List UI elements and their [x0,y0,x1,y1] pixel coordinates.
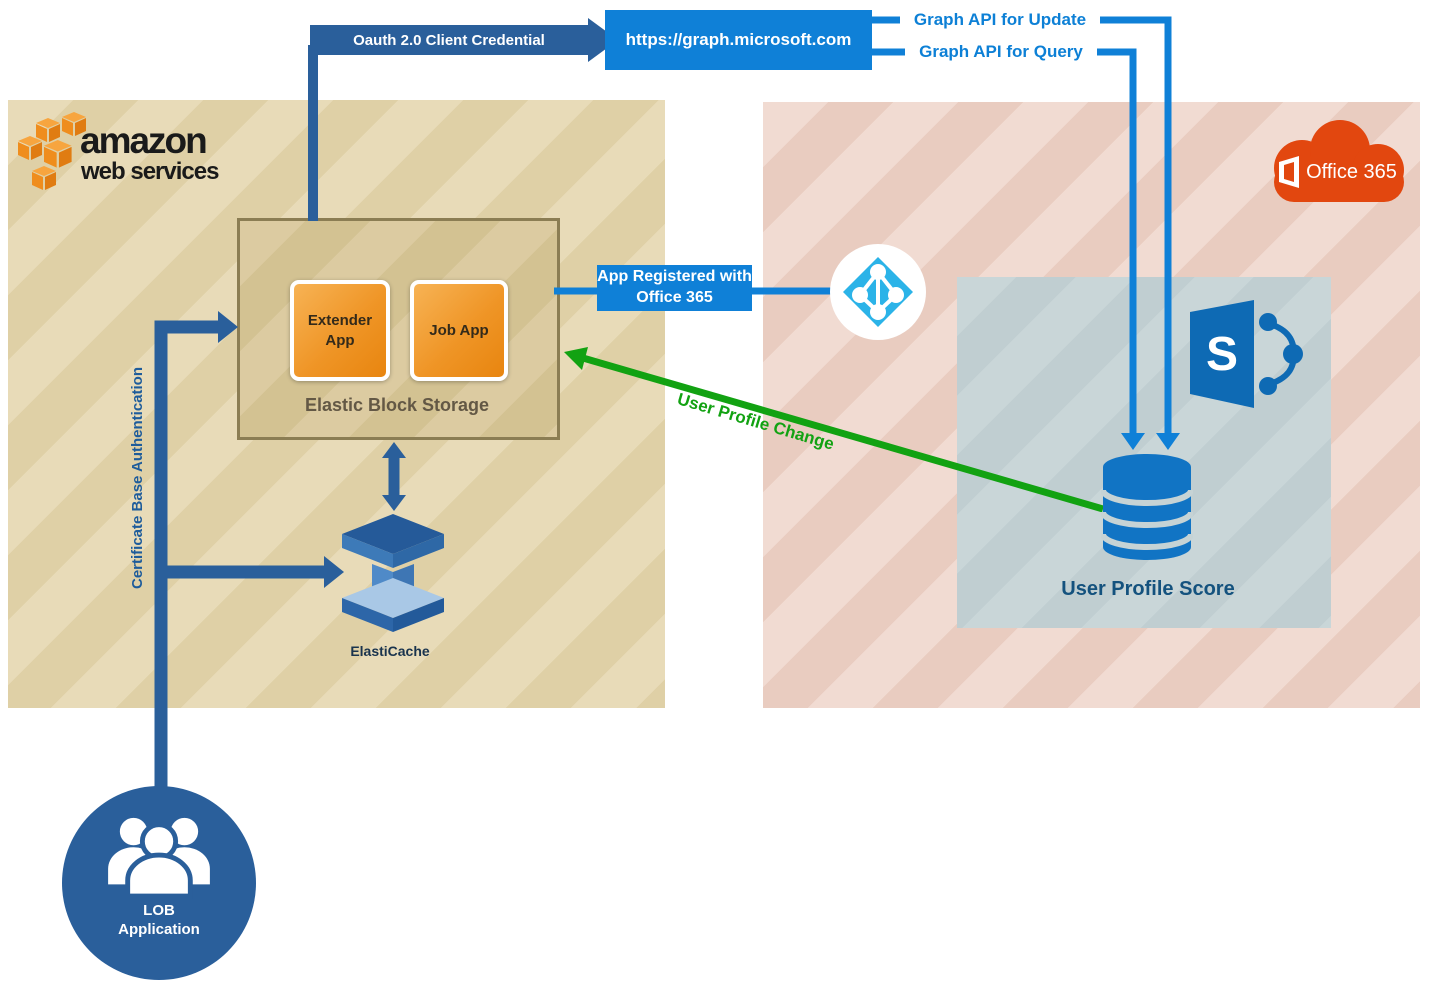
azure-ad-diamond-icon [843,257,913,327]
graph-endpoint-label: https://graph.microsoft.com [625,30,852,49]
graph-endpoint-box: https://graph.microsoft.com [605,10,872,70]
azure-ad-icon [830,244,926,340]
lob-application-circle: LOB Application [62,786,256,980]
extender-app-label: Extender App [307,312,373,349]
office365-cloud-label: Office 365 [1272,156,1404,188]
web-services-logo-text: web services [81,158,219,185]
extender-app-box: Extender App [290,280,390,381]
job-app-label: Job App [429,321,489,339]
elasticache-icon [342,514,444,632]
graph-api-update-label: Graph API for Update [900,8,1100,32]
user-profile-store-label: User Profile Score [1061,578,1235,600]
sharepoint-letter: S [1205,327,1238,381]
oauth-credential-label: Oauth 2.0 Client Credential [353,31,545,49]
office-logo-icon [1279,156,1300,188]
ebs-title: Elastic Block Storage [304,395,490,415]
office365-cloud-icon [1274,120,1404,202]
job-app-box: Job App [410,280,508,381]
sharepoint-icon [1190,300,1303,408]
elasticache-label: ElastiCache [350,643,430,659]
user-profile-db-icon [1101,454,1193,560]
amazon-logo-text: amazon [80,120,208,161]
lob-application-label: LOB Application [118,902,200,938]
people-icon [108,817,210,899]
graph-api-query-label: Graph API for Query [905,40,1097,64]
oauth-credential-arrow: Oauth 2.0 Client Credential [310,18,618,62]
app-registered-label: App Registered with Office 365 [597,265,752,311]
aws-cubes-icon [18,112,86,190]
office365-cloud-text: Office 365 [1306,160,1397,183]
certificate-authentication-label: Certificate Base Authentication [129,367,146,589]
